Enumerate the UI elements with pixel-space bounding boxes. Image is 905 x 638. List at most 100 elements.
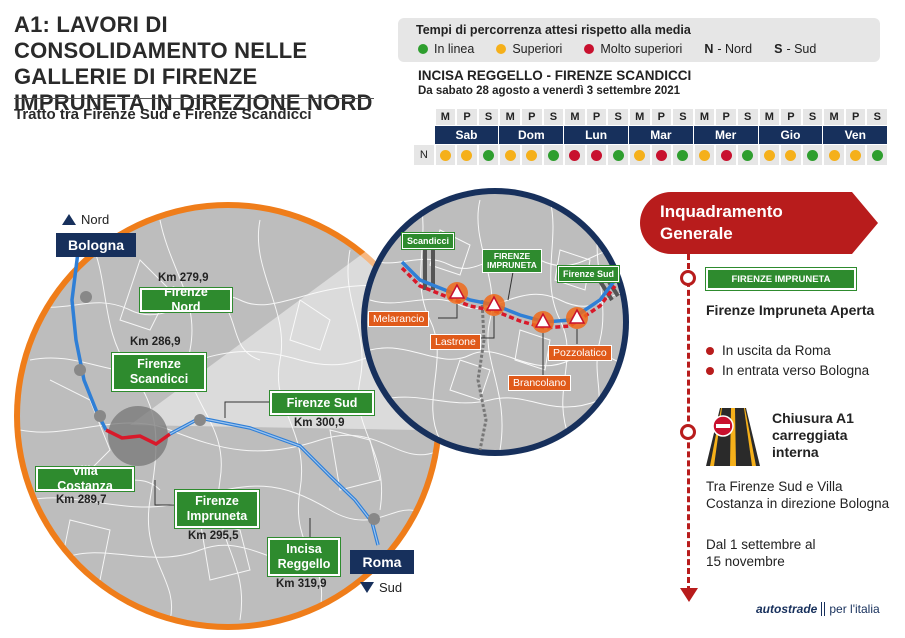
exit-firenze-scandicci: Firenze Scandicci (111, 352, 207, 392)
exit-incisa-reggello: Incisa Reggello (267, 537, 341, 577)
legend-items: In linea Superiori Molto superiori N - N… (418, 42, 838, 56)
bullet-item: In entrata verso Bologna (706, 363, 869, 378)
exit-firenze-sud: Firenze Sud (269, 390, 375, 416)
red-dot-icon (584, 44, 595, 54)
status-cell (736, 144, 759, 166)
day-header: Gio (758, 126, 824, 144)
slot-header: S (607, 108, 629, 126)
north-indicator: Nord (62, 212, 109, 227)
timeline-line (687, 254, 690, 592)
status-title: Firenze Impruneta Aperta (706, 302, 875, 318)
status-cell (780, 144, 802, 166)
tunnel-melarancio: Melarancio (368, 311, 430, 327)
grid-corner (413, 126, 435, 144)
slot-header: P (456, 108, 478, 126)
green-dot-icon (418, 44, 428, 54)
status-dot-icon (699, 149, 711, 161)
slot-header: S (477, 108, 500, 126)
status-dot-icon (720, 149, 732, 161)
tunnel-pozzolatico: Pozzolatico (548, 345, 612, 361)
tunnel-lastrone: Lastrone (430, 334, 481, 350)
timeline-node (680, 270, 696, 286)
status-cell (499, 144, 521, 166)
exit-firenze-impruneta: Firenze Impruneta (174, 489, 260, 529)
timeline-arrow-icon (680, 588, 698, 602)
status-dot-icon (547, 149, 559, 161)
slot-header: M (758, 108, 781, 126)
status-dot-icon (504, 149, 516, 161)
brand-logo: autostrade per l'italia (756, 602, 880, 616)
status-cell (715, 144, 737, 166)
row-label: N (413, 144, 435, 166)
slot-header: M (564, 108, 586, 126)
legend-label: - Sud (786, 42, 817, 56)
status-dot-icon (742, 149, 754, 161)
city-bologna: Bologna (56, 233, 136, 257)
slot-header: S (801, 108, 824, 126)
yellow-dot-icon (496, 44, 507, 54)
city-roma: Roma (350, 550, 414, 574)
slot-header: P (585, 108, 608, 126)
slot-header: M (823, 108, 845, 126)
status-dot-icon (655, 149, 667, 161)
legend-item-sud: S - Sud (774, 42, 816, 56)
status-cell (823, 144, 845, 166)
status-cell (477, 144, 500, 166)
legend-key: S (774, 42, 783, 56)
south-indicator: Sud (360, 580, 402, 595)
north-label: Nord (81, 212, 110, 227)
day-header: Ven (823, 126, 889, 144)
status-dot-icon (461, 149, 473, 161)
brand-suffix: per l'italia (829, 602, 880, 616)
legend-item-nord: N - Nord (704, 42, 752, 56)
status-row: N (413, 144, 889, 166)
slot-header: S (736, 108, 759, 126)
tunnel-brancolano: Brancolano (508, 375, 572, 391)
panel-heading-text: Inquadramento Generale (660, 202, 783, 243)
south-label: Sud (379, 580, 403, 595)
status-dot-icon (569, 149, 581, 161)
bullet-icon (706, 346, 714, 355)
status-cell (585, 144, 608, 166)
exit-villa-costanza: Villa Costanza (35, 464, 135, 493)
slot-header: P (715, 108, 737, 126)
status-dot-icon (677, 149, 689, 161)
bullet-icon (706, 366, 714, 375)
status-cell (758, 144, 781, 166)
slot-header: M (499, 108, 521, 126)
page-title: A1: LAVORI DI CONSOLIDAMENTO NELLE GALLE… (14, 12, 373, 115)
slot-header: S (672, 108, 694, 126)
status-dot-icon (785, 149, 797, 161)
slot-header: P (520, 108, 543, 126)
exit-firenze-nord: Firenze Nord (139, 285, 233, 314)
sign-scandicci: Scandicci (400, 232, 456, 250)
slot-header: P (844, 108, 867, 126)
km-villa-costanza: Km 289,7 (56, 494, 107, 506)
legend-box: Tempi di percorrenza attesi rispetto all… (398, 18, 880, 62)
legend-label: Molto superiori (600, 42, 683, 56)
legend-title: Tempi di percorrenza attesi rispetto all… (416, 23, 691, 37)
day-header: Mer (693, 126, 759, 144)
status-dot-icon (828, 149, 840, 161)
km-firenze-nord: Km 279,9 (158, 272, 209, 284)
closure-dates: Dal 1 settembre al 15 novembre (706, 537, 816, 569)
page-subtitle: Tratto tra Firenze Sud e Firenze Scandic… (14, 106, 312, 123)
panel-heading: Inquadramento Generale (640, 192, 878, 254)
legend-label: Superiori (512, 42, 563, 56)
km-incisa-reggello: Km 319,9 (276, 578, 327, 590)
slot-header: M (628, 108, 651, 126)
status-cell (607, 144, 629, 166)
status-cell (844, 144, 867, 166)
status-cell (564, 144, 586, 166)
legend-item-superiori: Superiori (496, 42, 562, 56)
status-cell (801, 144, 824, 166)
status-cell (542, 144, 565, 166)
status-dot-icon (850, 149, 862, 161)
status-dot-icon (591, 149, 603, 161)
bullet-text: In uscita da Roma (722, 343, 831, 358)
day-header: Sab (434, 126, 500, 144)
north-arrow-icon (62, 214, 76, 225)
slot-header: M (434, 108, 457, 126)
status-dot-icon (483, 149, 495, 161)
